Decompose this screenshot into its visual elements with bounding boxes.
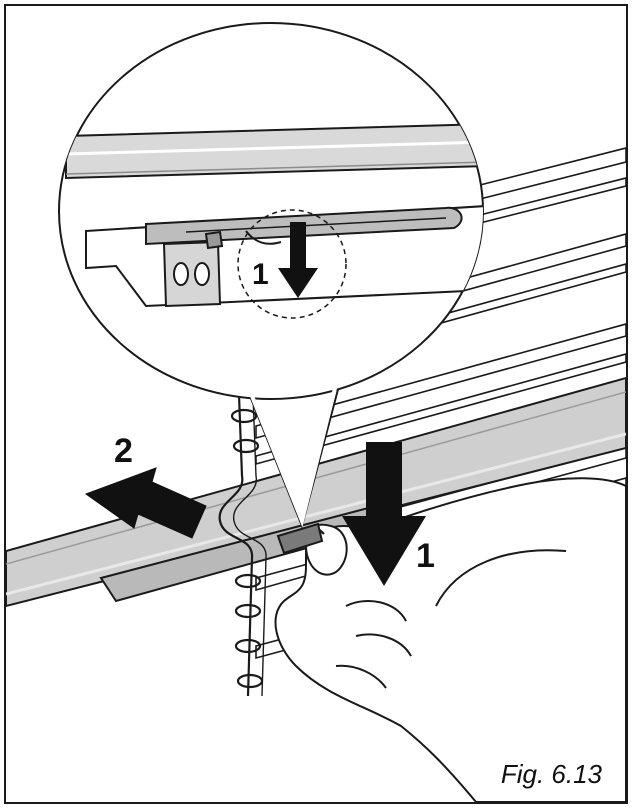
rail-latch — [276, 522, 324, 555]
step-2-label: 2 — [114, 432, 133, 470]
figure-caption: Fig. 6.13 — [500, 759, 602, 789]
detail-highlight-circle — [237, 209, 347, 319]
zoom-callout — [58, 22, 484, 530]
arrow-down-icon — [278, 222, 318, 298]
arrow-left-icon — [84, 467, 207, 539]
arrow-down-icon — [342, 442, 426, 586]
zoom-step-1-label: 1 — [252, 258, 269, 291]
step-1-label: 1 — [416, 537, 435, 575]
hand-illustration — [274, 477, 626, 802]
figure-frame: 2 1 1 Fig. 6.13 — [4, 4, 628, 804]
oven-rail-illustration — [6, 22, 626, 802]
